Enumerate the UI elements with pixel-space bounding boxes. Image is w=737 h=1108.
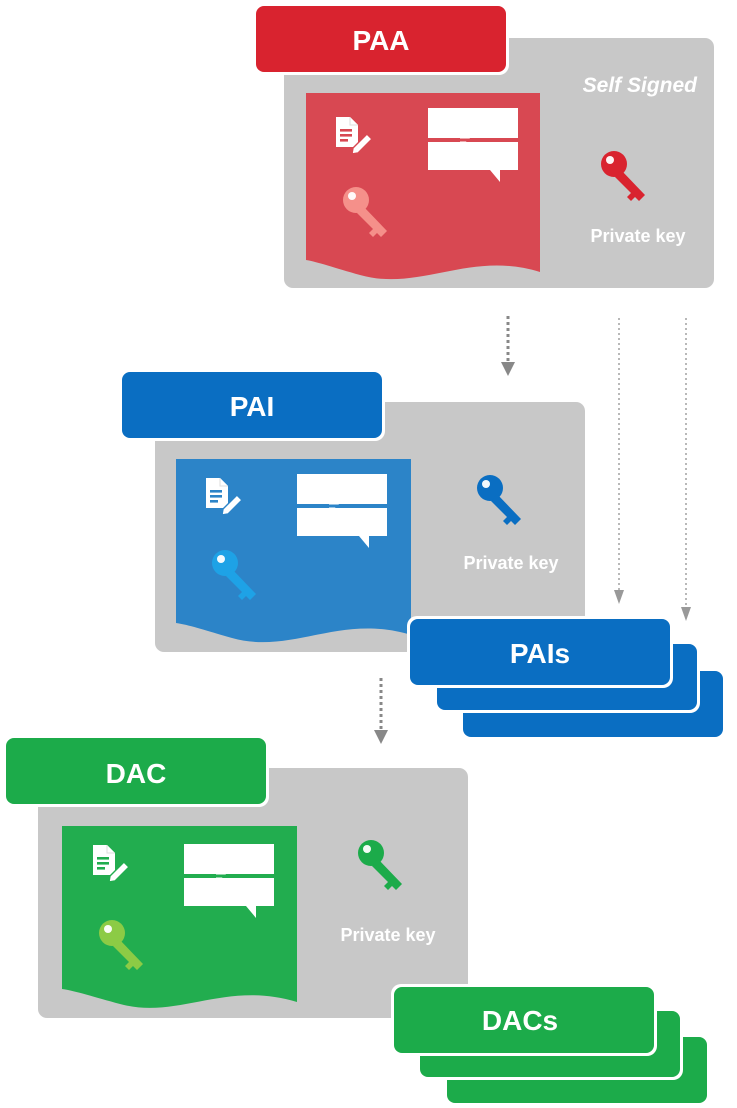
paa-tab-fill	[256, 6, 506, 72]
pais-stack: PAIs	[407, 616, 726, 740]
dacs-stack: DACs	[391, 984, 710, 1106]
dac-tab-label: DAC	[106, 758, 167, 789]
arrow-paa-to-pais-2	[681, 318, 691, 621]
dac-private-key-label: Private key	[340, 925, 435, 945]
pai-tab-label: PAI	[230, 391, 275, 422]
paa-certificate: PAA Self Signed Private key	[253, 3, 714, 288]
pais-label: PAIs	[510, 638, 570, 669]
pai-tab-fill	[122, 372, 382, 438]
self-signed-label: Self Signed	[583, 74, 699, 97]
arrow-paa-to-pai	[501, 316, 515, 376]
pai-private-key-label: Private key	[463, 553, 558, 573]
dacs-label: DACs	[482, 1005, 558, 1036]
arrow-pai-to-dac	[374, 678, 388, 744]
arrow-paa-to-pais-1	[614, 318, 624, 604]
pai-certificate: PAI Private key	[119, 369, 585, 652]
paa-tab-label: PAA	[352, 25, 409, 56]
dac-tab-fill	[6, 738, 266, 804]
paa-private-key-label: Private key	[590, 226, 685, 246]
dac-certificate: DAC Private key	[3, 735, 468, 1018]
